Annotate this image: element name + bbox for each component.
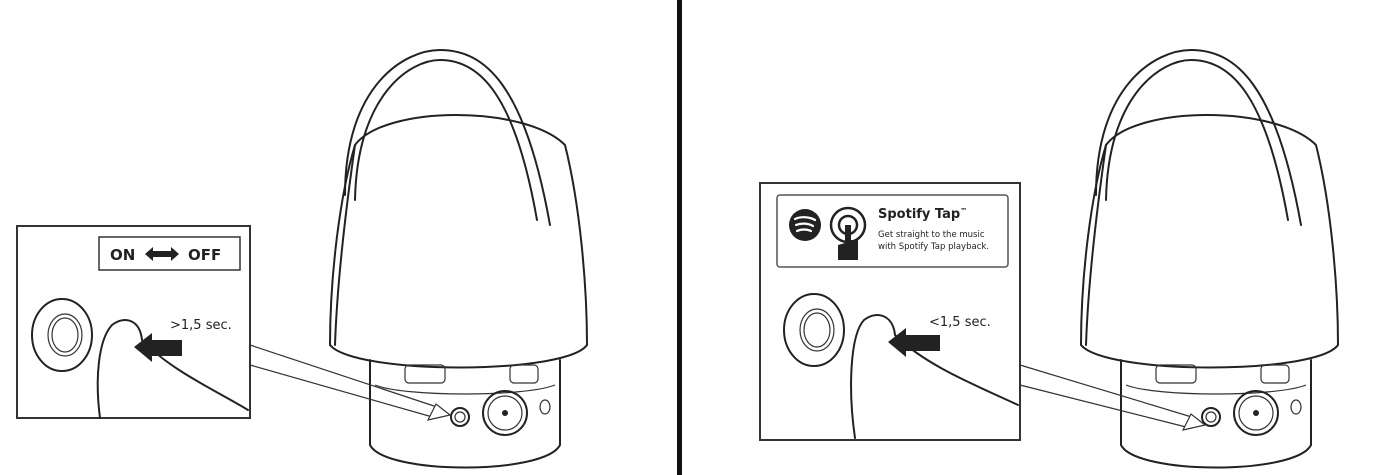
on-label: ON xyxy=(110,246,135,264)
button-detail-box: ON OFF >1,5 sec. xyxy=(16,225,251,419)
finger-illustration xyxy=(850,314,1019,439)
power-button-illustration xyxy=(783,293,845,367)
trademark-symbol: ™ xyxy=(960,207,967,215)
tap-gesture-icon xyxy=(829,206,867,260)
press-arrow-icon xyxy=(134,333,182,362)
off-label: OFF xyxy=(188,246,221,264)
spotify-desc-line2: with Spotify Tap playback. xyxy=(878,242,989,252)
power-button-illustration xyxy=(31,298,93,372)
spotify-tap-title: Spotify Tap™ xyxy=(878,207,967,222)
hold-duration-text: >1,5 sec. xyxy=(170,318,232,333)
panel-divider xyxy=(677,0,682,475)
pointer-arrow xyxy=(249,344,441,419)
press-arrow-icon xyxy=(888,328,940,357)
speaker-lamp-illustration xyxy=(329,49,588,469)
tap-duration-text: <1,5 sec. xyxy=(929,315,991,330)
pointer-arrow xyxy=(1019,364,1196,429)
double-arrow-icon xyxy=(145,247,179,261)
speaker-lamp-illustration xyxy=(1080,49,1339,469)
spotify-title-text: Spotify Tap xyxy=(878,207,960,222)
spotify-desc-line1: Get straight to the music xyxy=(878,230,985,240)
right-panel: Spotify Tap™ Get straight to the music w… xyxy=(759,49,1339,469)
button-detail-box: Spotify Tap™ Get straight to the music w… xyxy=(759,182,1021,441)
spotify-logo-icon xyxy=(789,209,821,241)
finger-illustration xyxy=(96,319,249,419)
left-panel: ON OFF >1,5 sec. xyxy=(16,49,588,469)
